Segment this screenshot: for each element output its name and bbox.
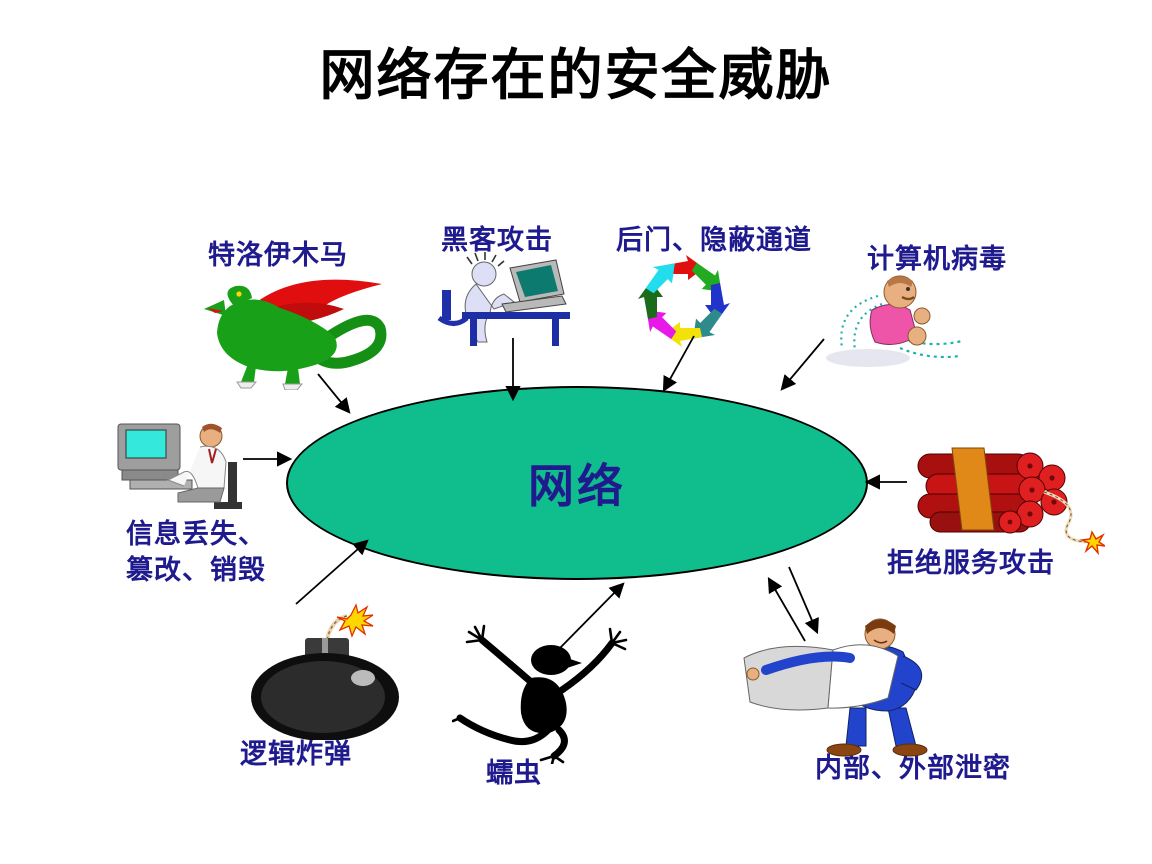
person-typing-laptop-clipart: [432, 252, 577, 348]
arrow-infoloss-text-to-network: [295, 539, 369, 605]
dynamite-bundle-clipart: [900, 428, 1105, 556]
network-label: 网络: [528, 460, 626, 512]
info-loss-label: 信息丢失、 篡改、销毁: [126, 516, 266, 588]
worm-label: 蠕虫: [486, 758, 542, 788]
logic-bomb-label: 逻辑炸弹: [240, 739, 352, 769]
circular-color-arrows-clipart: [625, 250, 743, 352]
black-imp-silhouette-clipart: [452, 616, 650, 764]
man-at-computer-clipart: [110, 420, 255, 528]
hacker-label: 黑客攻击: [441, 225, 553, 255]
page-title: 网络存在的安全威胁: [319, 44, 833, 106]
trojan-label: 特洛伊木马: [208, 240, 348, 270]
network-ellipse: 网络: [286, 386, 868, 580]
backdoor-label: 后门、隐蔽通道: [616, 225, 812, 255]
leak-label: 内部、外部泄密: [815, 753, 1011, 783]
green-dragon-clipart: [192, 262, 392, 390]
info-loss-label-line2: 篡改、销毁: [126, 555, 266, 585]
virus-label: 计算机病毒: [867, 244, 1007, 274]
sneezing-man-clipart: [820, 266, 968, 374]
arrow-virus-to-network: [780, 338, 825, 391]
info-loss-label-line1: 信息丢失、: [126, 519, 266, 549]
round-bomb-clipart: [243, 598, 405, 740]
man-reading-newspaper-clipart: [736, 612, 941, 760]
dos-label: 拒绝服务攻击: [887, 548, 1055, 578]
